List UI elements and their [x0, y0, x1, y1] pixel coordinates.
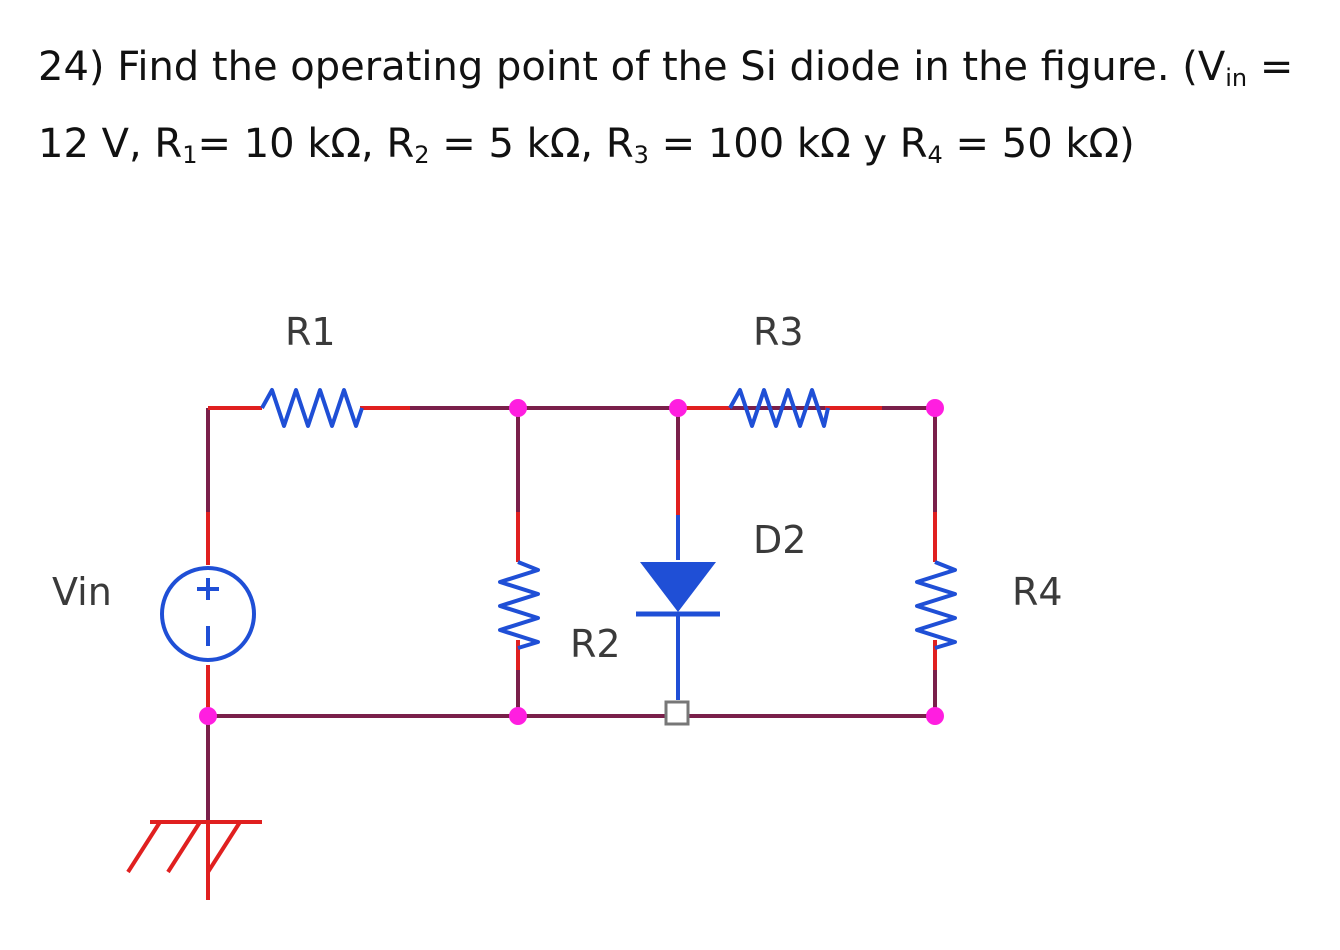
r4-resistor-icon — [915, 560, 957, 650]
d2-diode-icon — [636, 515, 720, 726]
r1-value: = 10 kΩ, R — [197, 121, 415, 167]
problem-number: 24) — [38, 44, 105, 90]
leads — [126, 406, 937, 900]
vin-label: Vin — [52, 570, 112, 614]
vin-source-icon — [160, 566, 256, 662]
d2-label: D2 — [753, 518, 806, 562]
vin-value: = 12 V, R — [38, 44, 1294, 167]
node — [926, 399, 944, 417]
r4-value: = 50 kΩ) — [942, 121, 1135, 167]
r3-subscript: 3 — [633, 141, 649, 169]
r2-label: R2 — [570, 622, 621, 666]
r3-label: R3 — [753, 310, 804, 354]
r1-subscript: 1 — [182, 141, 198, 169]
problem-statement: 24) Find the operating point of the Si d… — [38, 34, 1328, 188]
node — [199, 707, 217, 725]
node — [926, 707, 944, 725]
r2-value: = 5 kΩ, R — [429, 121, 634, 167]
node — [509, 399, 527, 417]
node — [669, 399, 687, 417]
r2-resistor-icon — [498, 560, 540, 650]
node — [509, 707, 527, 725]
junction-nodes — [199, 399, 944, 725]
r3-value: = 100 kΩ y R — [648, 121, 928, 167]
problem-text: Find the operating point of the Si diode… — [117, 44, 1226, 90]
r3-resistor-icon — [728, 388, 830, 428]
vin-subscript: in — [1225, 64, 1248, 92]
r2-subscript: 2 — [414, 141, 430, 169]
r1-label: R1 — [285, 310, 336, 354]
r4-subscript: 4 — [927, 141, 943, 169]
r1-resistor-icon — [260, 388, 364, 428]
r4-label: R4 — [1012, 570, 1063, 614]
